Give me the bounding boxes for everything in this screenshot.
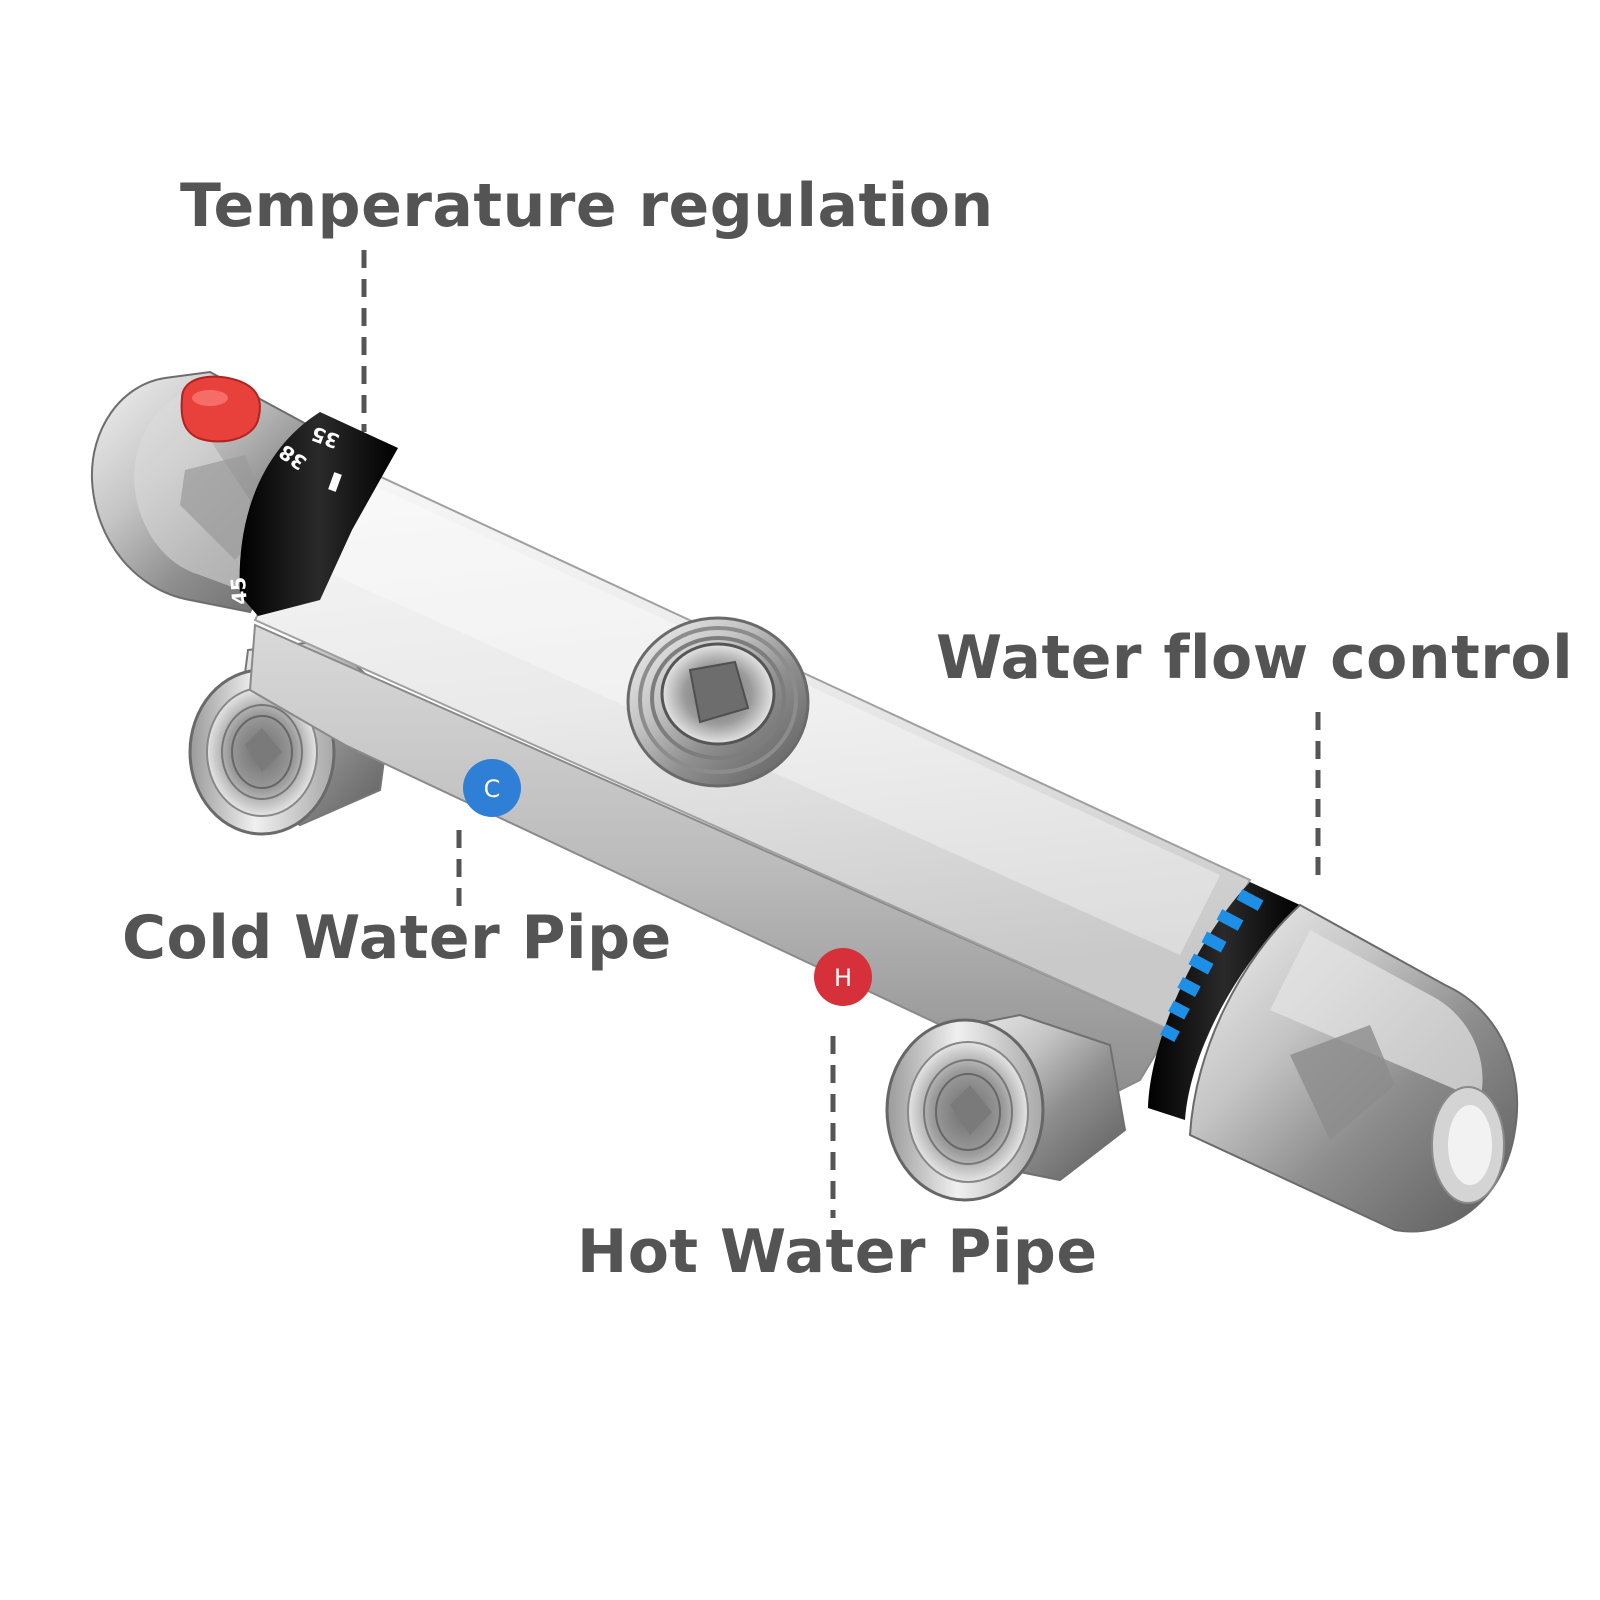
- hot-inlet-nut: [885, 1013, 1127, 1202]
- callout-temperature-regulation: Temperature regulation: [180, 171, 994, 241]
- dial-mark-45: 45: [226, 576, 252, 606]
- flow-control-knob: [1188, 903, 1519, 1233]
- flow-scale-marks: [1160, 889, 1264, 1043]
- dial-indicator-tick: [328, 472, 342, 492]
- callout-water-flow-control: Water flow control: [936, 623, 1574, 693]
- cold-indicator-badge: C: [463, 759, 521, 817]
- callout-cold-water-pipe: Cold Water Pipe: [122, 903, 672, 973]
- temperature-lock-button: [180, 375, 261, 443]
- hot-indicator-badge: H: [814, 948, 872, 1006]
- cold-badge-letter: C: [484, 775, 501, 803]
- leader-lines: [361, 250, 1321, 1218]
- shower-outlet-fitting: [626, 616, 810, 788]
- callout-hot-water-pipe: Hot Water Pipe: [577, 1217, 1098, 1287]
- hot-badge-letter: H: [834, 964, 852, 992]
- flow-control-dial-band: [1148, 882, 1300, 1120]
- temperature-dial-band: 35 38 45: [226, 412, 398, 616]
